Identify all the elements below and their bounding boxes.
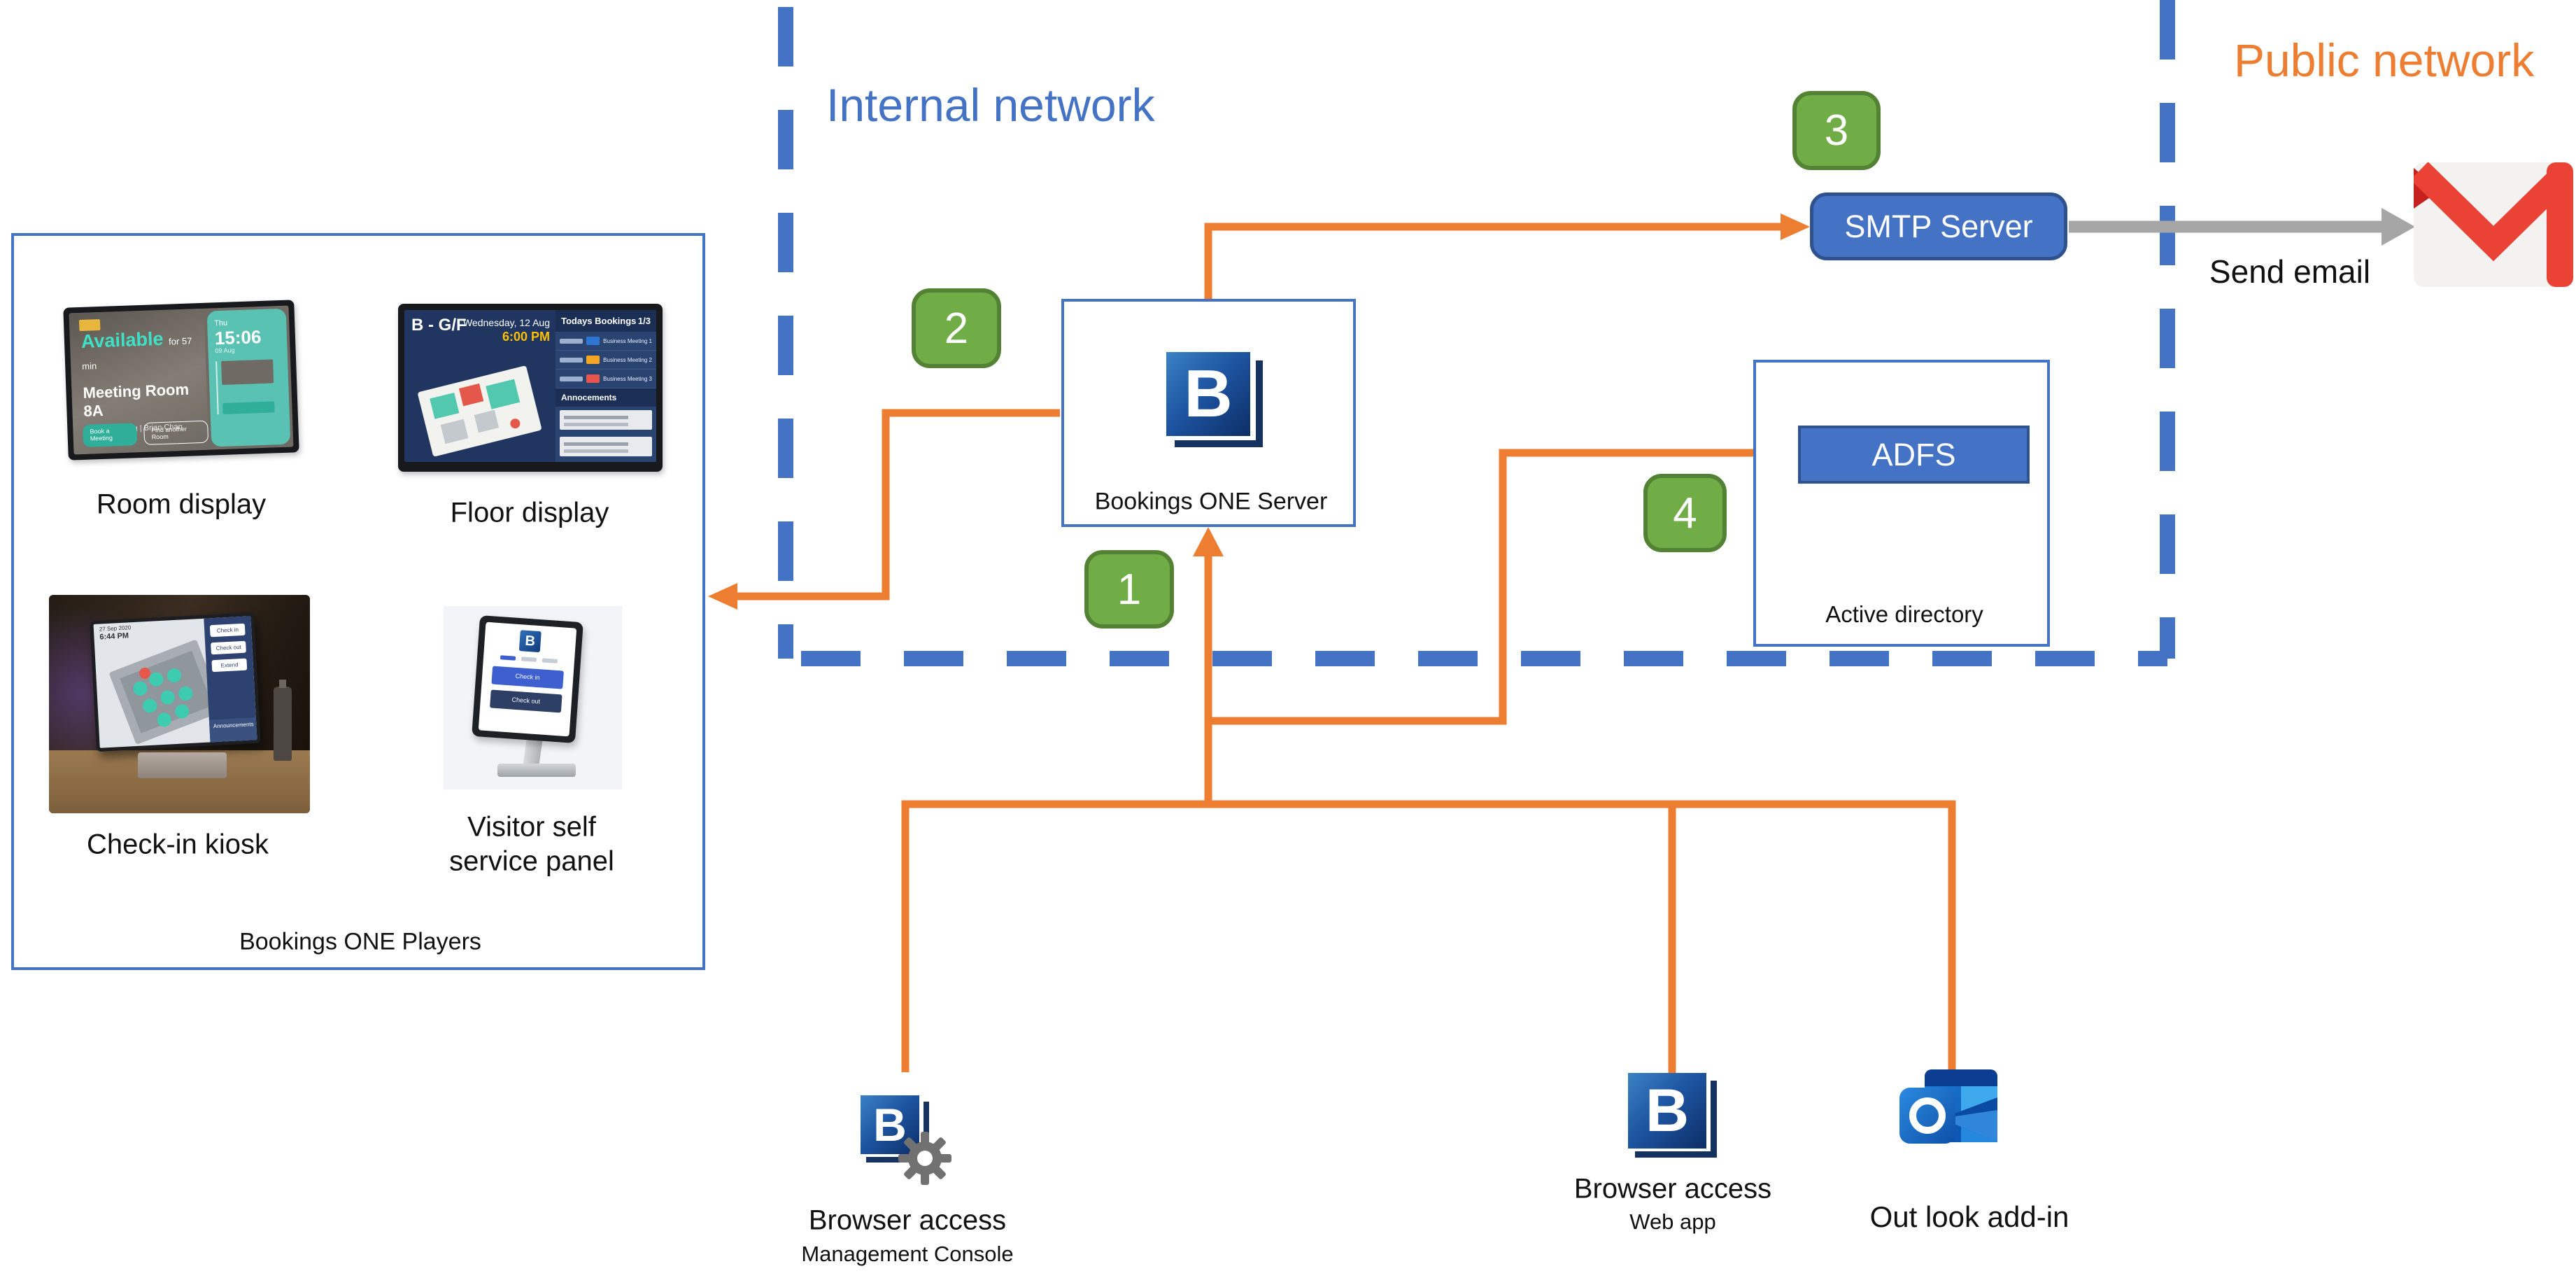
public-network-label: Public network bbox=[2234, 34, 2535, 86]
bookings-b-icon: B bbox=[518, 630, 542, 653]
kiosk-bottle bbox=[273, 680, 292, 761]
floor-panel-title: Todays Bookings bbox=[561, 316, 637, 326]
step-badge-3: 3 bbox=[1792, 91, 1881, 170]
management-console-title: Browser access bbox=[808, 1205, 1007, 1236]
web-app-title: Browser access bbox=[1573, 1173, 1772, 1205]
floor-bookings-panel: Todays Bookings 1/3 Business Meeting 1 B… bbox=[555, 310, 656, 462]
orange-connectors bbox=[735, 223, 1956, 1073]
floor-date: Wednesday, 12 Aug bbox=[462, 317, 550, 328]
room-date: 09 Aug bbox=[215, 346, 235, 355]
kiosk-screen: 27 Sep 2020 6:44 PM bbox=[93, 616, 257, 749]
bookings-b-icon: B bbox=[1166, 352, 1250, 436]
room-schedule bbox=[215, 359, 283, 415]
booking-row: Business Meeting 1 bbox=[555, 332, 656, 351]
room-display-sidebar: Thu 15:06 09 Aug bbox=[206, 308, 291, 447]
adfs-label: ADFS bbox=[1871, 436, 1956, 472]
room-name: Meeting Room 8A bbox=[83, 380, 190, 420]
step-badge-number: 4 bbox=[1673, 489, 1697, 538]
management-console-subtitle: Management Console bbox=[801, 1242, 1014, 1266]
step-badge-2: 2 bbox=[912, 288, 1001, 368]
visitor-panel-caption-line2: service panel bbox=[449, 845, 614, 877]
server-label: Bookings ONE Server bbox=[1094, 488, 1328, 515]
find-room-button: Find another Room bbox=[143, 420, 209, 445]
kiosk-date-time: 27 Sep 2020 6:44 PM bbox=[99, 624, 132, 641]
floor-panel-page: 1/3 bbox=[637, 316, 651, 326]
room-time: 15:06 bbox=[214, 325, 262, 349]
announcement-card bbox=[560, 410, 652, 430]
floor-display-image: B - G/F Wednesday, 12 Aug 6:00 PM bbox=[398, 304, 663, 472]
step-badge-number: 2 bbox=[944, 304, 969, 353]
kiosk-check-out-button: Check out bbox=[211, 640, 247, 655]
players-box-title: Bookings ONE Players bbox=[239, 928, 481, 955]
room-display-main: Available for 57 min Meeting Room 8A Pri… bbox=[69, 308, 209, 455]
floor-plan-graphic bbox=[418, 365, 542, 457]
web-app-b-icon: B bbox=[1628, 1073, 1706, 1149]
check-in-kiosk-caption: Check-in kiosk bbox=[86, 829, 269, 860]
kiosk-announcements: Announcements bbox=[208, 717, 257, 743]
announcement-card bbox=[560, 437, 652, 456]
smtp-server-node: SMTP Server bbox=[1810, 192, 2067, 260]
booking-row: Business Meeting 2 bbox=[555, 351, 656, 370]
active-directory-box: ADFS Active directory bbox=[1753, 360, 2050, 647]
kiosk-device: 27 Sep 2020 6:44 PM bbox=[90, 612, 262, 752]
outlook-addin-title: Out look add-in bbox=[1869, 1200, 2069, 1233]
room-display-caption: Room display bbox=[96, 489, 267, 520]
visitor-tabs bbox=[500, 655, 558, 664]
room-status: Available for 57 min bbox=[80, 328, 192, 372]
visitor-panel-caption-line1: Visitor self bbox=[467, 811, 596, 843]
outlook-icon bbox=[1899, 1069, 1997, 1144]
send-email-arrow bbox=[2069, 208, 2415, 246]
send-email-label: Send email bbox=[2209, 253, 2371, 290]
floor-announcements-title: Annocements bbox=[555, 388, 656, 407]
kiosk-check-in-button: Check in bbox=[210, 623, 246, 638]
visitor-check-out-button: Check out bbox=[490, 689, 562, 713]
room-logo-chip bbox=[78, 318, 101, 332]
book-meeting-button: Book a Meeting bbox=[83, 423, 138, 447]
adfs-node: ADFS bbox=[1798, 426, 2030, 484]
gear-icon bbox=[898, 1132, 951, 1185]
b-icon-shadow-bottom bbox=[866, 1157, 928, 1163]
b-icon-shadow-right bbox=[1711, 1081, 1717, 1158]
visitor-stand-base bbox=[497, 764, 576, 777]
floor-display-main: B - G/F Wednesday, 12 Aug 6:00 PM bbox=[404, 310, 555, 462]
floor-time: 6:00 PM bbox=[502, 330, 550, 344]
web-app-subtitle: Web app bbox=[1629, 1209, 1716, 1234]
active-directory-label: Active directory bbox=[1825, 601, 1983, 627]
visitor-tablet: B Check in Check out bbox=[472, 615, 583, 744]
visitor-screen: B Check in Check out bbox=[478, 622, 577, 737]
check-in-kiosk-image: 27 Sep 2020 6:44 PM bbox=[49, 595, 310, 813]
smtp-server-label: SMTP Server bbox=[1844, 208, 2033, 244]
b-icon-shadow-bottom bbox=[1635, 1151, 1715, 1158]
booking-row: Business Meeting 3 bbox=[555, 370, 656, 388]
visitor-check-in-button: Check in bbox=[491, 666, 564, 689]
players-box: Available for 57 min Meeting Room 8A Pri… bbox=[11, 233, 705, 970]
floor-display-caption: Floor display bbox=[450, 497, 609, 528]
floor-date-time: Wednesday, 12 Aug 6:00 PM bbox=[463, 317, 550, 344]
b-icon-shadow-right bbox=[1256, 360, 1263, 447]
kiosk-floor-plan-graphic bbox=[110, 640, 224, 745]
b-icon-shadow-bottom bbox=[1175, 440, 1263, 447]
step-badge-number: 1 bbox=[1117, 565, 1142, 614]
floor-name: B - G/F bbox=[411, 316, 467, 335]
room-display-image: Available for 57 min Meeting Room 8A Pri… bbox=[63, 300, 299, 461]
step-badge-number: 3 bbox=[1824, 106, 1849, 155]
kiosk-extend-button: Extend bbox=[212, 658, 248, 673]
bookings-one-server-box: B Bookings ONE Server bbox=[1061, 299, 1356, 527]
kiosk-sidebar: Check in Check out Extend Announcements bbox=[204, 616, 257, 743]
network-boundary-dashed bbox=[778, 0, 2175, 666]
floor-display-screen: B - G/F Wednesday, 12 Aug 6:00 PM bbox=[404, 310, 656, 462]
kiosk-stand bbox=[137, 752, 227, 779]
gmail-icon bbox=[2414, 162, 2573, 287]
room-display-screen: Available for 57 min Meeting Room 8A Pri… bbox=[69, 305, 294, 455]
visitor-panel-image: B Check in Check out bbox=[444, 606, 622, 789]
internal-network-label: Internal network bbox=[826, 79, 1155, 131]
step-badge-4: 4 bbox=[1643, 474, 1727, 552]
room-day: Thu bbox=[213, 318, 228, 328]
step-badge-1: 1 bbox=[1084, 550, 1174, 629]
